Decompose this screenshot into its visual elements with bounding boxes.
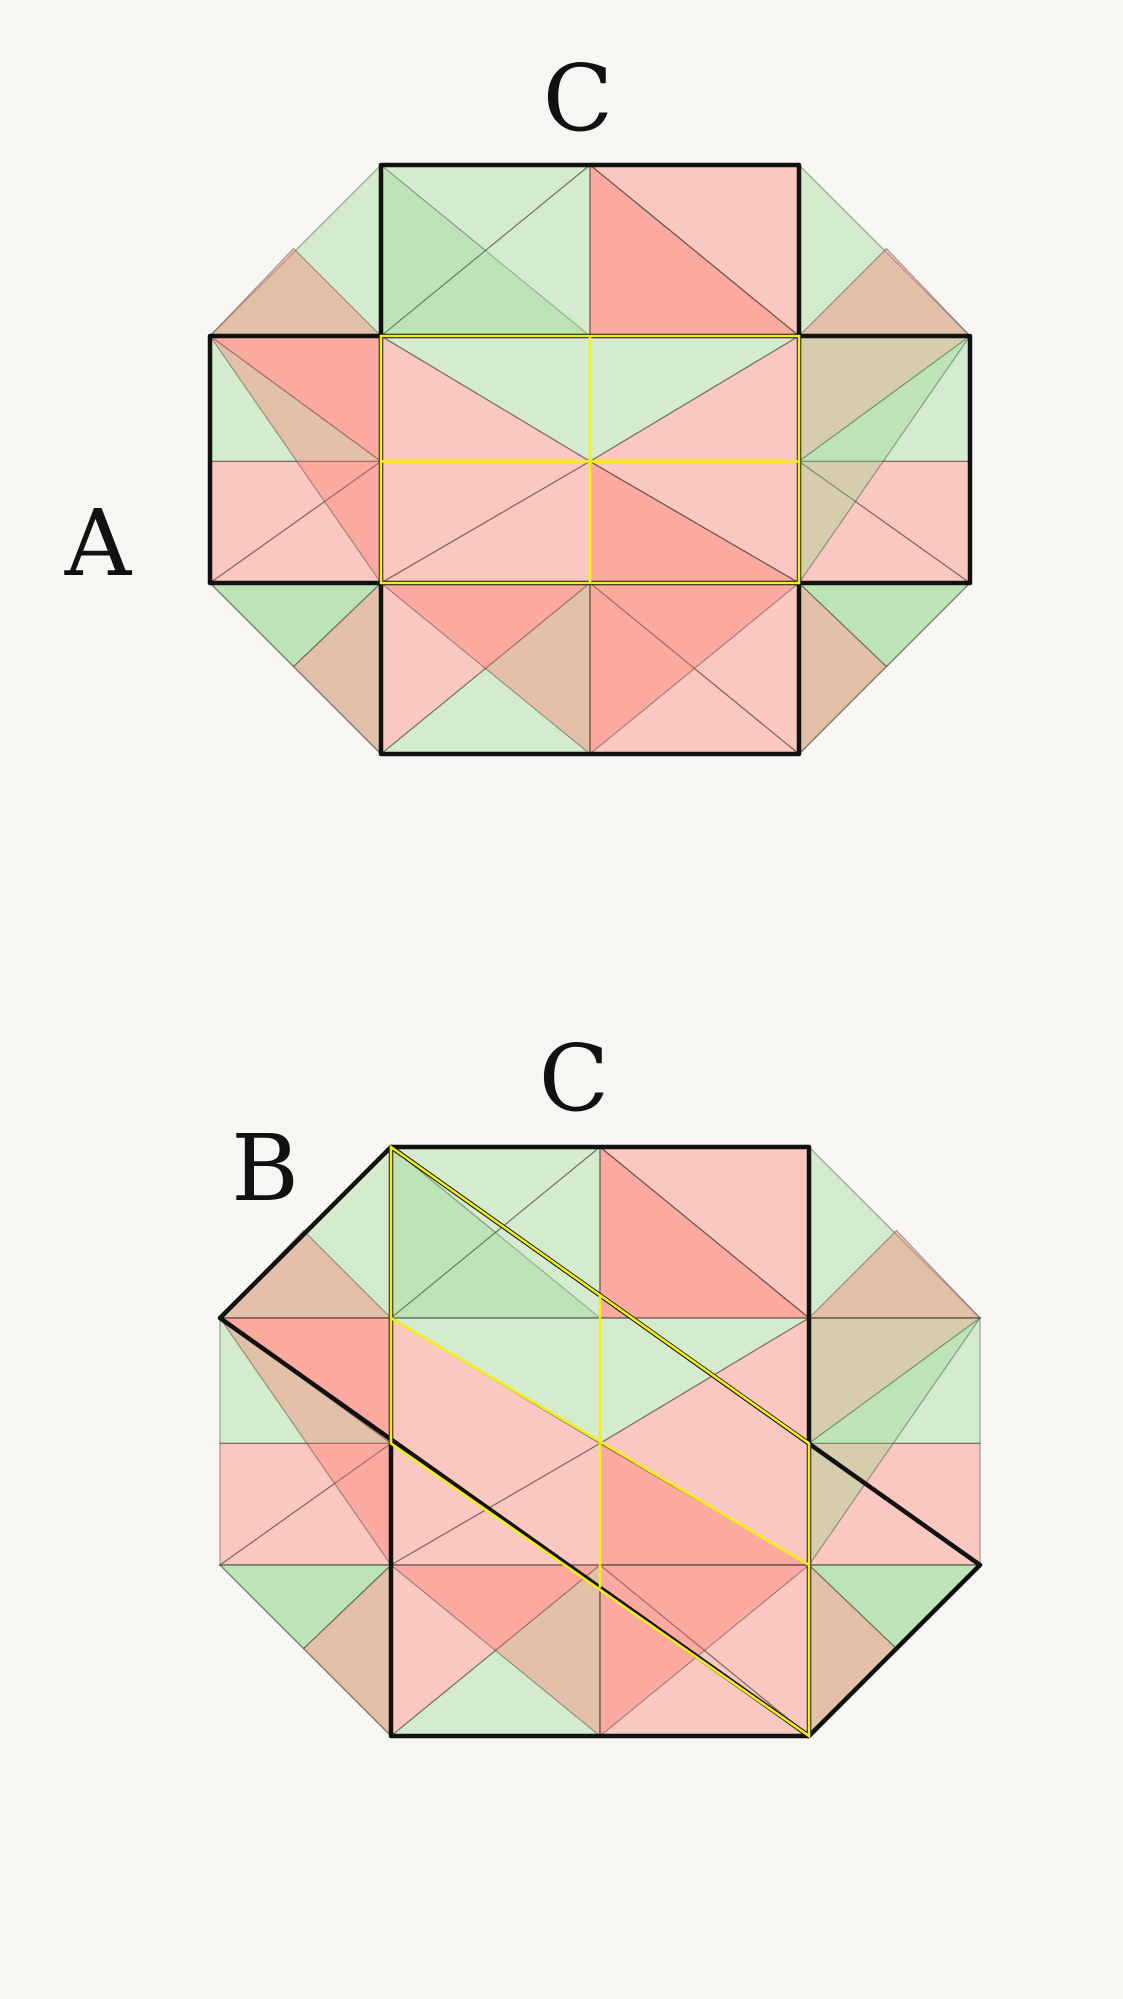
octagon-figure-b: [217, 1144, 983, 1739]
octagon-figure-a: [207, 162, 973, 757]
triangle-green-16: [807, 1316, 981, 1445]
yellow-diagonal-line: [390, 1316, 810, 1567]
triangle-green-29: [218, 1564, 393, 1650]
triangle-red-3: [599, 1145, 811, 1319]
label-a: A: [64, 490, 133, 597]
octagon-triangles-a: [208, 163, 972, 756]
label-b: B: [231, 1115, 299, 1222]
triangle-red-12: [219, 1442, 393, 1567]
yellow-center-square: [379, 334, 801, 585]
label-c-bottom: C: [539, 1025, 609, 1132]
label-c-top: C: [543, 45, 613, 152]
triangle-red-37: [389, 1564, 601, 1738]
yellow-highlight-b: [389, 1144, 811, 1739]
yellow-parallelogram: [389, 1144, 811, 1739]
triangle-red-9: [807, 1229, 982, 1319]
triangle-green-4: [389, 1145, 601, 1319]
triangle-red-38: [599, 1564, 811, 1738]
yellow-highlight-a: [379, 334, 801, 585]
triangle-red-5: [599, 1145, 811, 1319]
